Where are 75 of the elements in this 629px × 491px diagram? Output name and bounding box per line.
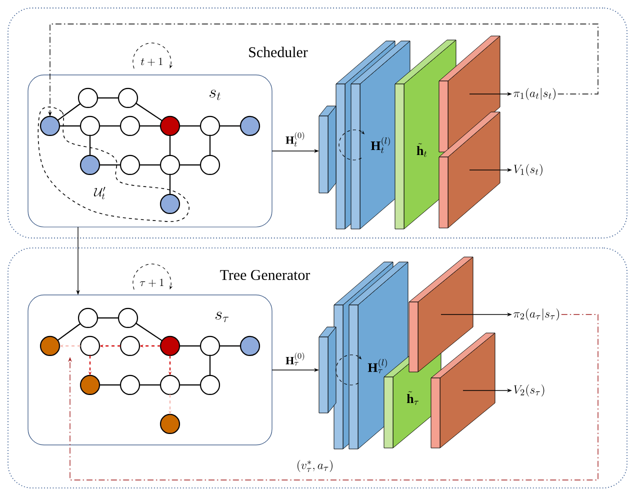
- graph-node: [120, 154, 140, 176]
- panel-title: Tree Generator: [220, 270, 310, 280]
- graph-edge: [60, 125, 80, 127]
- layer-label: $\mathbf{H}_\tau^{(l)}$: [368, 358, 387, 374]
- graph-edge: [136, 102, 162, 122]
- layer-slab: [318, 326, 336, 414]
- layer-label: $\tilde{\mathbf{h}}_\tau$: [406, 391, 419, 405]
- graph-edge: [209, 135, 211, 156]
- graph-edge: [100, 384, 120, 386]
- arrow: [68, 314, 598, 480]
- state-label: $s_t$: [210, 90, 220, 100]
- graph-edge: [98, 317, 118, 319]
- graph-node: [40, 116, 60, 136]
- graph-node: [160, 336, 180, 356]
- graph-node: [118, 88, 138, 108]
- graph-edge: [136, 322, 162, 342]
- edge-label: $(v^*_\tau, a_\tau)$: [298, 460, 332, 472]
- graph-node: [120, 374, 140, 396]
- graph-edge: [180, 164, 200, 166]
- edge-label: $\mathbf{H}_t^{(0)}$: [286, 132, 304, 147]
- group-label: $\mathcal{U}'_t$: [94, 186, 106, 200]
- graph-edge: [57, 323, 81, 341]
- step-label: $t+1$: [140, 58, 162, 66]
- graph-edge: [140, 125, 160, 127]
- graph-node: [160, 414, 180, 434]
- graph-edge: [57, 103, 81, 121]
- panel-title: Scheduler: [249, 46, 308, 58]
- graph-edge: [100, 125, 120, 127]
- layer-slab: [318, 106, 336, 194]
- graph-node: [80, 116, 100, 136]
- graph-node: [160, 116, 180, 136]
- graph-edge: [100, 164, 120, 166]
- graph-node: [240, 116, 260, 136]
- graph-edge: [140, 164, 160, 166]
- graph-node: [240, 336, 260, 356]
- graph-edge: [140, 384, 160, 386]
- graph-node: [80, 336, 100, 356]
- step-label: $\tau+1$: [140, 278, 164, 287]
- layer-slab: [438, 36, 500, 152]
- graph-edge: [209, 355, 211, 376]
- edge-label: $\mathbf{H}_\tau^{(0)}$: [286, 352, 304, 366]
- graph-node: [200, 374, 220, 396]
- graph-edge: [180, 125, 200, 127]
- graph-node: [80, 154, 100, 176]
- graph-node: [40, 336, 60, 356]
- layer-slab: [408, 256, 474, 372]
- graph-edge: [220, 125, 240, 127]
- layer-label: $\tilde{\mathbf{h}}_t$: [416, 143, 427, 157]
- graph-node: [80, 374, 100, 396]
- graph-node: [200, 116, 220, 136]
- graph-node: [78, 308, 98, 328]
- output-label: $V_1(s_t)$: [514, 164, 542, 176]
- graph-edge: [98, 97, 118, 99]
- output-label: $\pi_1(a_t|s_t)$: [514, 88, 556, 100]
- graph-node: [78, 88, 98, 108]
- graph-node: [160, 374, 180, 396]
- graph-edge: [169, 174, 171, 194]
- graph-edge: [220, 345, 240, 347]
- graph-node: [200, 336, 220, 356]
- graph-node: [120, 336, 140, 356]
- graph-node: [160, 154, 180, 176]
- layer-slab: [438, 112, 500, 228]
- graph-edge: [180, 345, 200, 347]
- graph-node: [160, 194, 180, 214]
- graph-node: [120, 116, 140, 136]
- graph-node: [200, 154, 220, 176]
- output-label: $V_2(s_\tau)$: [514, 384, 544, 396]
- graph-edge: [89, 135, 91, 156]
- state-label: $s_\tau$: [215, 312, 228, 322]
- graph-node: [118, 308, 138, 328]
- graph-edge: [180, 384, 200, 386]
- layer-slab: [430, 332, 496, 448]
- graph-edge: [169, 135, 171, 156]
- output-label: $\pi_2(a_\tau|s_\tau)$: [514, 308, 560, 320]
- layer-label: $\mathbf{H}_t^{(l)}$: [370, 136, 390, 154]
